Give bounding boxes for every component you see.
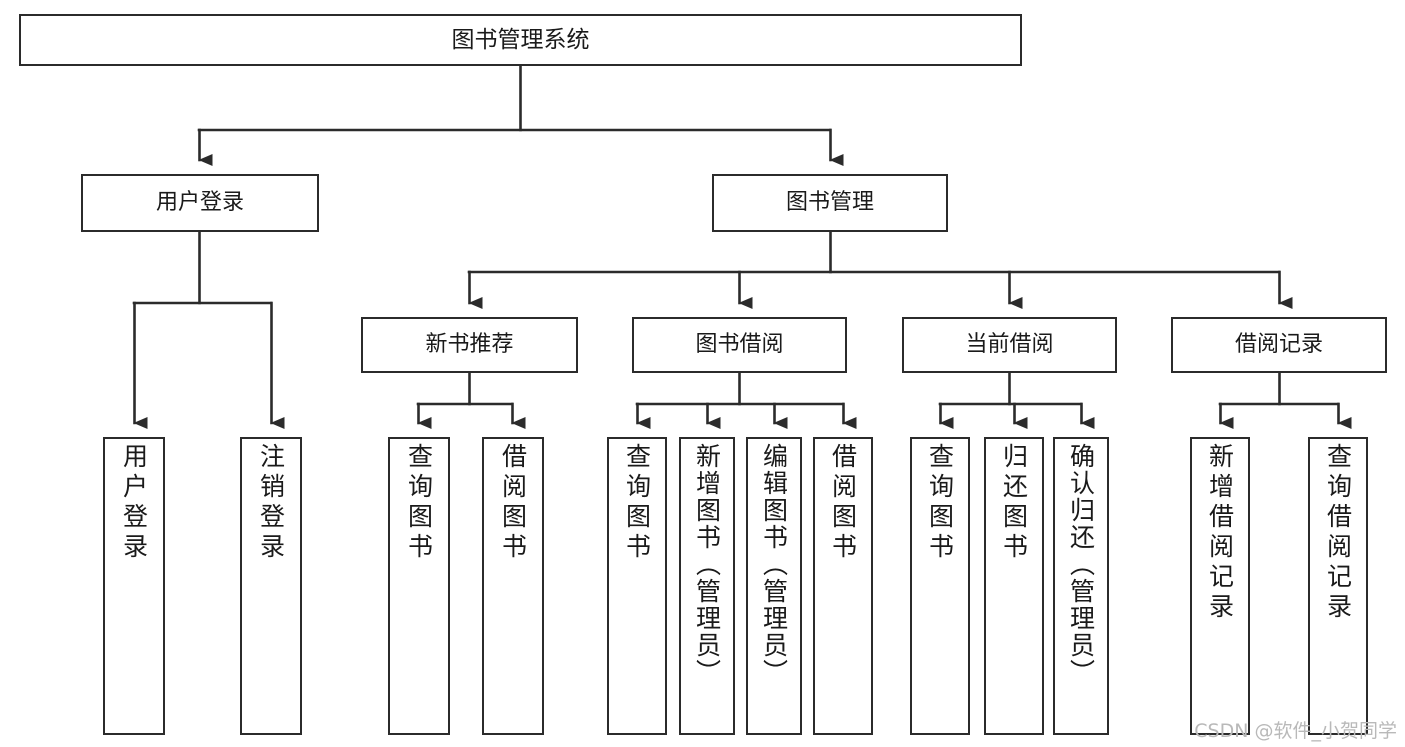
node-borrow-record-label: 借阅记录 bbox=[1234, 332, 1323, 358]
node-leaf-add-record[interactable]: 新增借阅记录 bbox=[1190, 437, 1250, 735]
node-leaf-return-book-label: 归还图书 bbox=[999, 443, 1029, 563]
node-leaf-edit-book[interactable]: 编辑图书（管理员） bbox=[746, 437, 802, 735]
node-leaf-query-record-label: 查询借阅记录 bbox=[1323, 443, 1353, 623]
node-borrow-record[interactable]: 借阅记录 bbox=[1171, 317, 1387, 373]
node-leaf-add-book[interactable]: 新增图书（管理员） bbox=[679, 437, 735, 735]
node-leaf-user-login-label: 用户登录 bbox=[119, 443, 149, 563]
node-leaf-query-book-1[interactable]: 查询图书 bbox=[388, 437, 450, 735]
node-leaf-query-book-2-label: 查询图书 bbox=[622, 443, 652, 563]
watermark: CSDN @软件_小贺同学 bbox=[1194, 720, 1397, 742]
node-leaf-logout[interactable]: 注销登录 bbox=[240, 437, 302, 735]
node-book-manage-label: 图书管理 bbox=[785, 190, 874, 216]
node-leaf-borrow-book-2-label: 借阅图书 bbox=[828, 443, 858, 563]
node-book-manage[interactable]: 图书管理 bbox=[712, 174, 948, 232]
node-leaf-add-book-label: 新增图书（管理员） bbox=[692, 443, 722, 686]
node-leaf-return-book[interactable]: 归还图书 bbox=[984, 437, 1044, 735]
node-leaf-borrow-book-1-label: 借阅图书 bbox=[498, 443, 528, 563]
node-leaf-query-record[interactable]: 查询借阅记录 bbox=[1308, 437, 1368, 735]
node-leaf-query-book-1-label: 查询图书 bbox=[404, 443, 434, 563]
node-leaf-logout-label: 注销登录 bbox=[256, 443, 286, 563]
node-book-borrow-label: 图书借阅 bbox=[695, 332, 784, 358]
node-new-book-recommend-label: 新书推荐 bbox=[425, 332, 514, 358]
node-root[interactable]: 图书管理系统 bbox=[19, 14, 1022, 66]
node-book-borrow[interactable]: 图书借阅 bbox=[632, 317, 847, 373]
node-leaf-add-record-label: 新增借阅记录 bbox=[1205, 443, 1235, 623]
node-user-login-label: 用户登录 bbox=[155, 190, 244, 216]
node-current-borrow-label: 当前借阅 bbox=[965, 332, 1054, 358]
node-user-login[interactable]: 用户登录 bbox=[81, 174, 319, 232]
node-leaf-confirm-return-label: 确认归还（管理员） bbox=[1066, 443, 1096, 686]
node-leaf-query-book-3-label: 查询图书 bbox=[925, 443, 955, 563]
node-current-borrow[interactable]: 当前借阅 bbox=[902, 317, 1117, 373]
node-leaf-borrow-book-1[interactable]: 借阅图书 bbox=[482, 437, 544, 735]
node-new-book-recommend[interactable]: 新书推荐 bbox=[361, 317, 578, 373]
node-leaf-confirm-return[interactable]: 确认归还（管理员） bbox=[1053, 437, 1109, 735]
node-leaf-query-book-2[interactable]: 查询图书 bbox=[607, 437, 667, 735]
node-leaf-borrow-book-2[interactable]: 借阅图书 bbox=[813, 437, 873, 735]
node-leaf-query-book-3[interactable]: 查询图书 bbox=[910, 437, 970, 735]
node-root-label: 图书管理系统 bbox=[451, 26, 590, 53]
node-leaf-user-login[interactable]: 用户登录 bbox=[103, 437, 165, 735]
node-leaf-edit-book-label: 编辑图书（管理员） bbox=[759, 443, 789, 686]
